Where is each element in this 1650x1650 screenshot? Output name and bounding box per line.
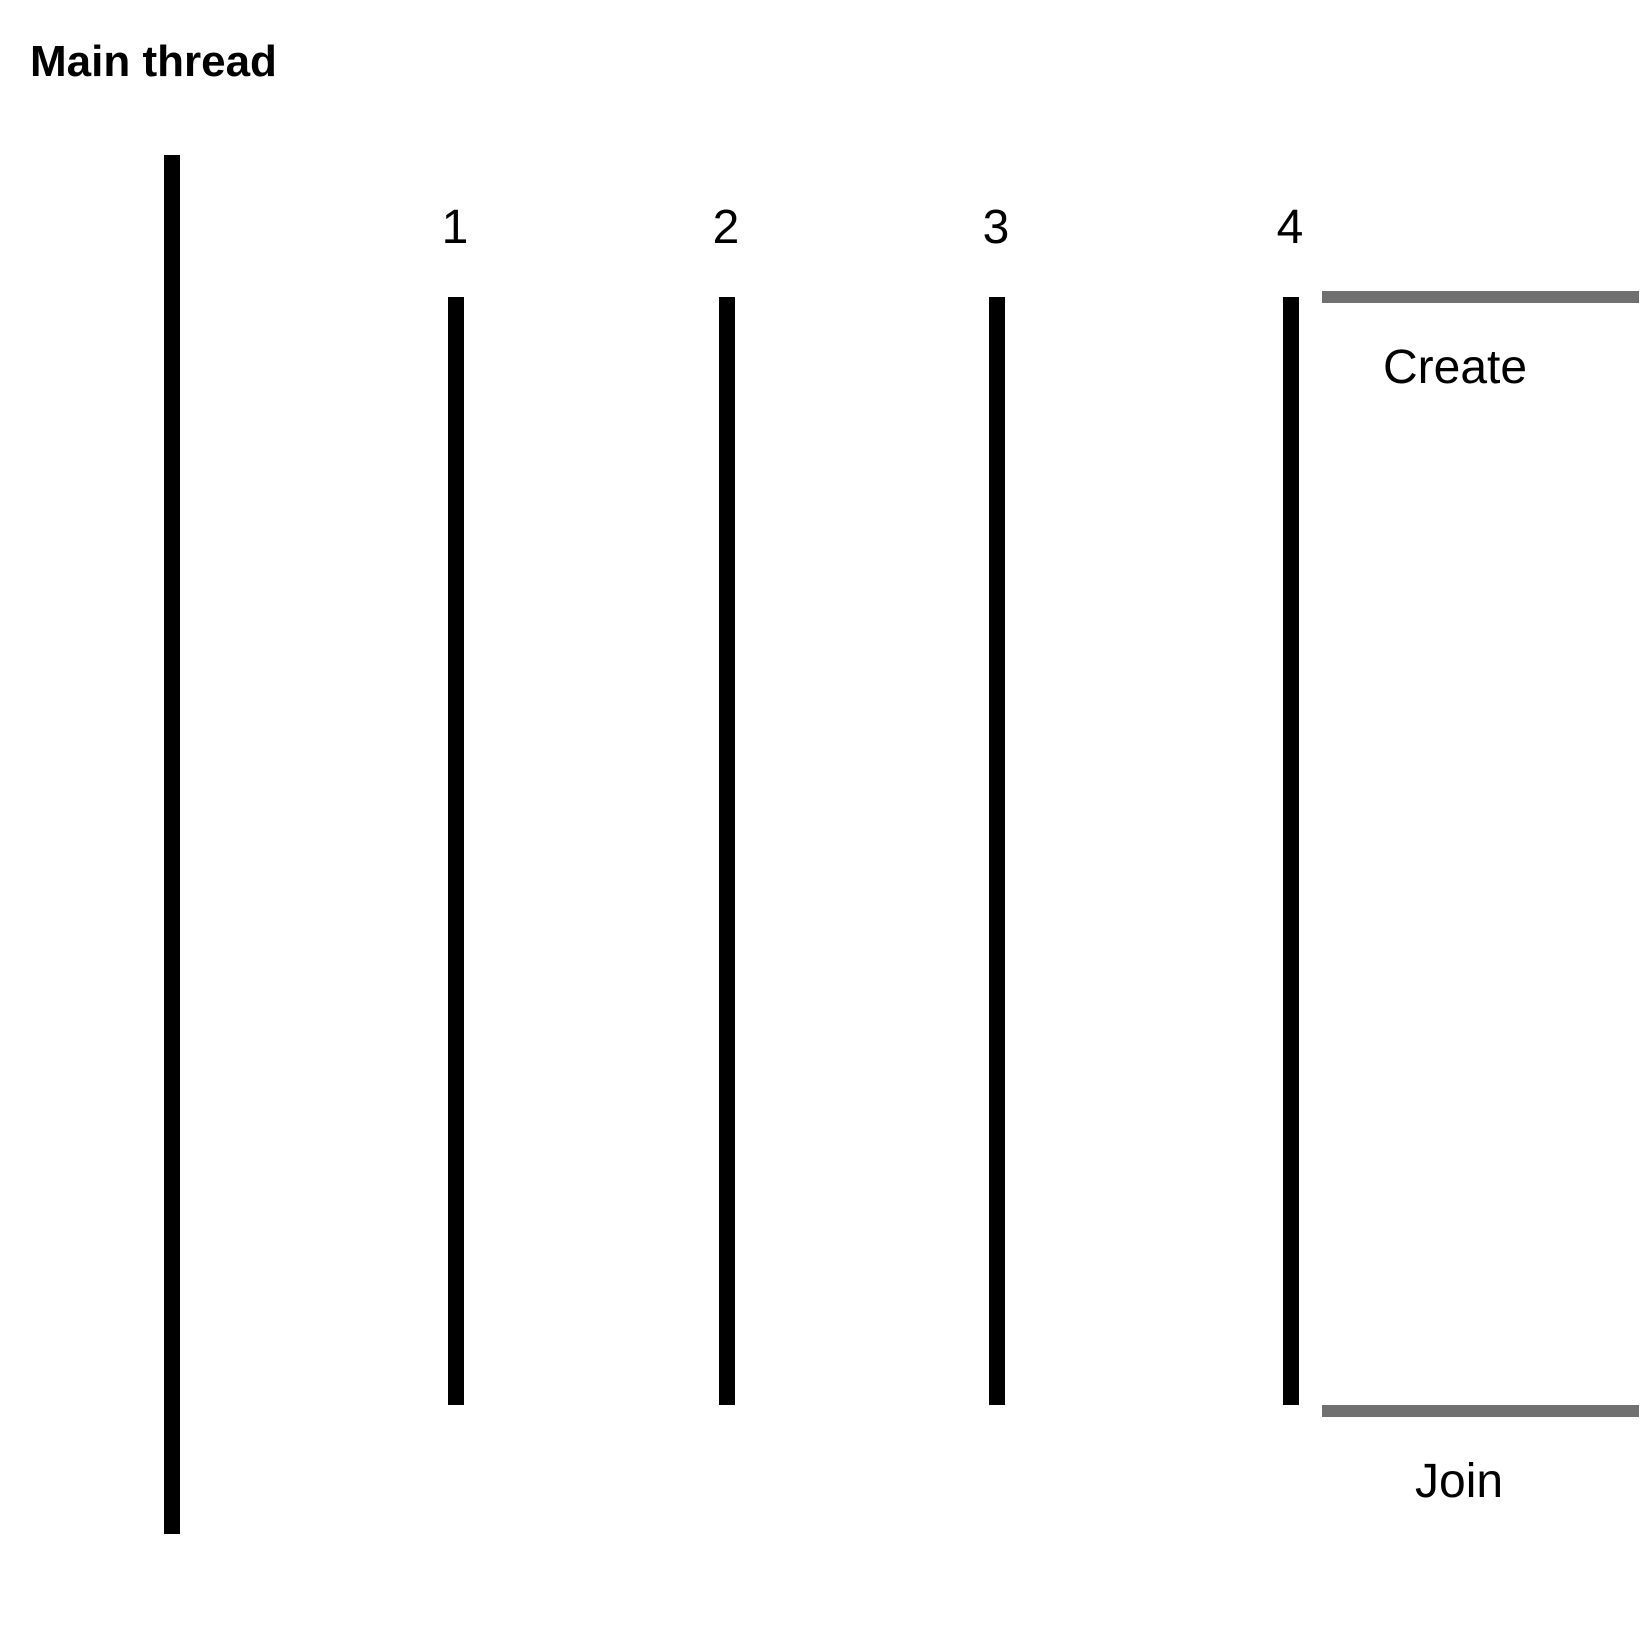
connector-join-line — [1322, 1405, 1639, 1417]
lifeline-thread-3 — [989, 297, 1005, 1405]
lifeline-main-thread — [164, 155, 180, 1534]
thread-label-1: 1 — [441, 201, 469, 254]
thread-label-2: 2 — [712, 201, 740, 254]
page-title: Main thread — [30, 37, 277, 86]
lifeline-thread-1 — [448, 297, 464, 1405]
lifeline-thread-2 — [719, 297, 735, 1405]
connector-create-label: Create — [1383, 341, 1528, 394]
thread-label-3: 3 — [982, 201, 1010, 254]
connector-join-label: Join — [1415, 1455, 1504, 1508]
lifeline-thread-4 — [1283, 297, 1299, 1405]
connector-create-line — [1322, 291, 1639, 303]
thread-label-4: 4 — [1276, 201, 1304, 254]
